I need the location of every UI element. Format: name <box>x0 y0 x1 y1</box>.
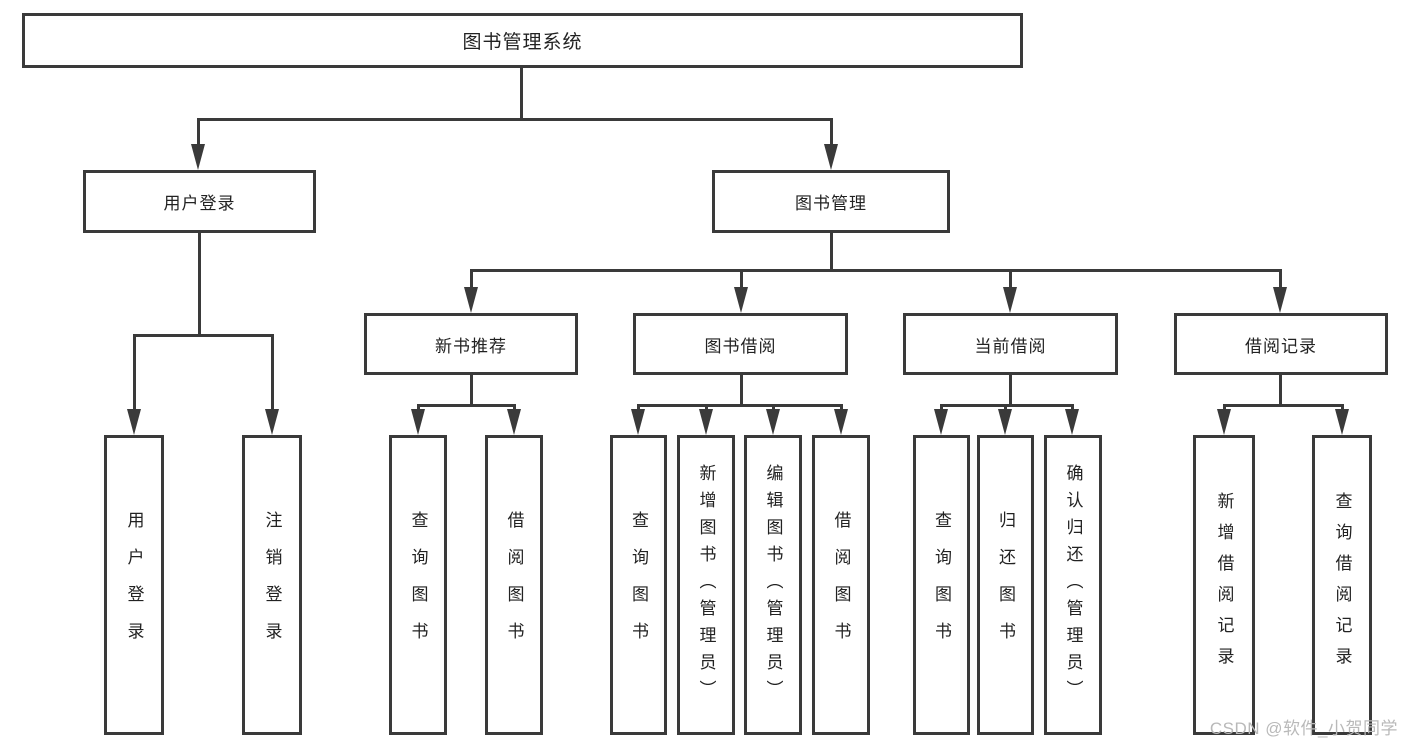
arrow-down-icon <box>934 409 948 435</box>
connector-line <box>1279 375 1282 406</box>
node-user-login: 用户登录 <box>83 170 316 233</box>
connector-line <box>830 233 833 271</box>
leaf-query-books-2: 查询图书 <box>610 435 667 735</box>
arrow-down-icon <box>998 409 1012 435</box>
connector-line <box>197 118 200 148</box>
node-new-book-recommend: 新书推荐 <box>364 313 578 375</box>
node-current-borrow-label: 当前借阅 <box>974 336 1047 356</box>
node-book-borrow: 图书借阅 <box>633 313 848 375</box>
arrow-down-icon <box>734 287 748 313</box>
connector-line <box>198 118 832 121</box>
connector-line <box>1009 269 1012 289</box>
node-root-label: 图书管理系统 <box>462 32 583 53</box>
arrow-down-icon <box>699 409 713 435</box>
connector-line <box>940 404 1073 407</box>
arrow-down-icon <box>1335 409 1349 435</box>
arrow-down-icon <box>1273 287 1287 313</box>
arrow-down-icon <box>265 409 279 435</box>
connector-line <box>637 404 842 407</box>
csdn-watermark: CSDN @软件_小贺同学 <box>1209 719 1398 738</box>
leaf-query-books-1: 查询图书 <box>389 435 447 735</box>
node-current-borrow: 当前借阅 <box>903 313 1118 375</box>
node-root: 图书管理系统 <box>22 13 1023 68</box>
leaf-query-borrow-record: 查询借阅记录 <box>1312 435 1372 735</box>
node-book-management-label: 图书管理 <box>795 194 867 213</box>
arrow-down-icon <box>824 144 838 170</box>
leaf-edit-books-admin: 编辑图书（管理员） <box>744 435 802 735</box>
arrow-down-icon <box>127 409 141 435</box>
arrow-down-icon <box>464 287 478 313</box>
arrow-down-icon <box>191 144 205 170</box>
connector-line <box>470 269 1281 272</box>
leaf-borrow-books-1: 借阅图书 <box>485 435 543 735</box>
arrow-down-icon <box>1065 409 1079 435</box>
arrow-down-icon <box>411 409 425 435</box>
connector-line <box>740 269 743 289</box>
arrow-down-icon <box>1003 287 1017 313</box>
node-borrow-records: 借阅记录 <box>1174 313 1388 375</box>
leaf-borrow-books-2: 借阅图书 <box>812 435 870 735</box>
node-user-login-label: 用户登录 <box>163 194 236 213</box>
connector-line <box>1223 404 1342 407</box>
arrow-down-icon <box>766 409 780 435</box>
arrow-down-icon <box>631 409 645 435</box>
node-book-management: 图书管理 <box>712 170 950 233</box>
node-borrow-records-label: 借阅记录 <box>1245 336 1317 356</box>
arrow-down-icon <box>834 409 848 435</box>
connector-line <box>1009 375 1012 406</box>
connector-line <box>271 334 274 412</box>
connector-line <box>133 334 136 412</box>
node-book-borrow-label: 图书借阅 <box>704 336 777 356</box>
leaf-user-login: 用户登录 <box>104 435 164 735</box>
node-new-book-recommend-label: 新书推荐 <box>435 336 507 356</box>
leaf-logout: 注销登录 <box>242 435 302 735</box>
arrow-down-icon <box>507 409 521 435</box>
connector-line <box>198 233 201 336</box>
leaf-confirm-return-admin: 确认归还（管理员） <box>1044 435 1102 735</box>
connector-line <box>830 118 833 148</box>
leaf-add-books-admin: 新增图书（管理员） <box>677 435 735 735</box>
connector-line <box>470 269 473 289</box>
connector-line <box>133 334 273 337</box>
leaf-add-borrow-record: 新增借阅记录 <box>1193 435 1255 735</box>
connector-line <box>740 375 743 406</box>
leaf-query-books-3: 查询图书 <box>913 435 970 735</box>
connector-line <box>417 404 515 407</box>
arrow-down-icon <box>1217 409 1231 435</box>
connector-line <box>1279 269 1282 289</box>
connector-line <box>470 375 473 406</box>
leaf-return-books: 归还图书 <box>977 435 1034 735</box>
connector-line <box>520 68 523 120</box>
